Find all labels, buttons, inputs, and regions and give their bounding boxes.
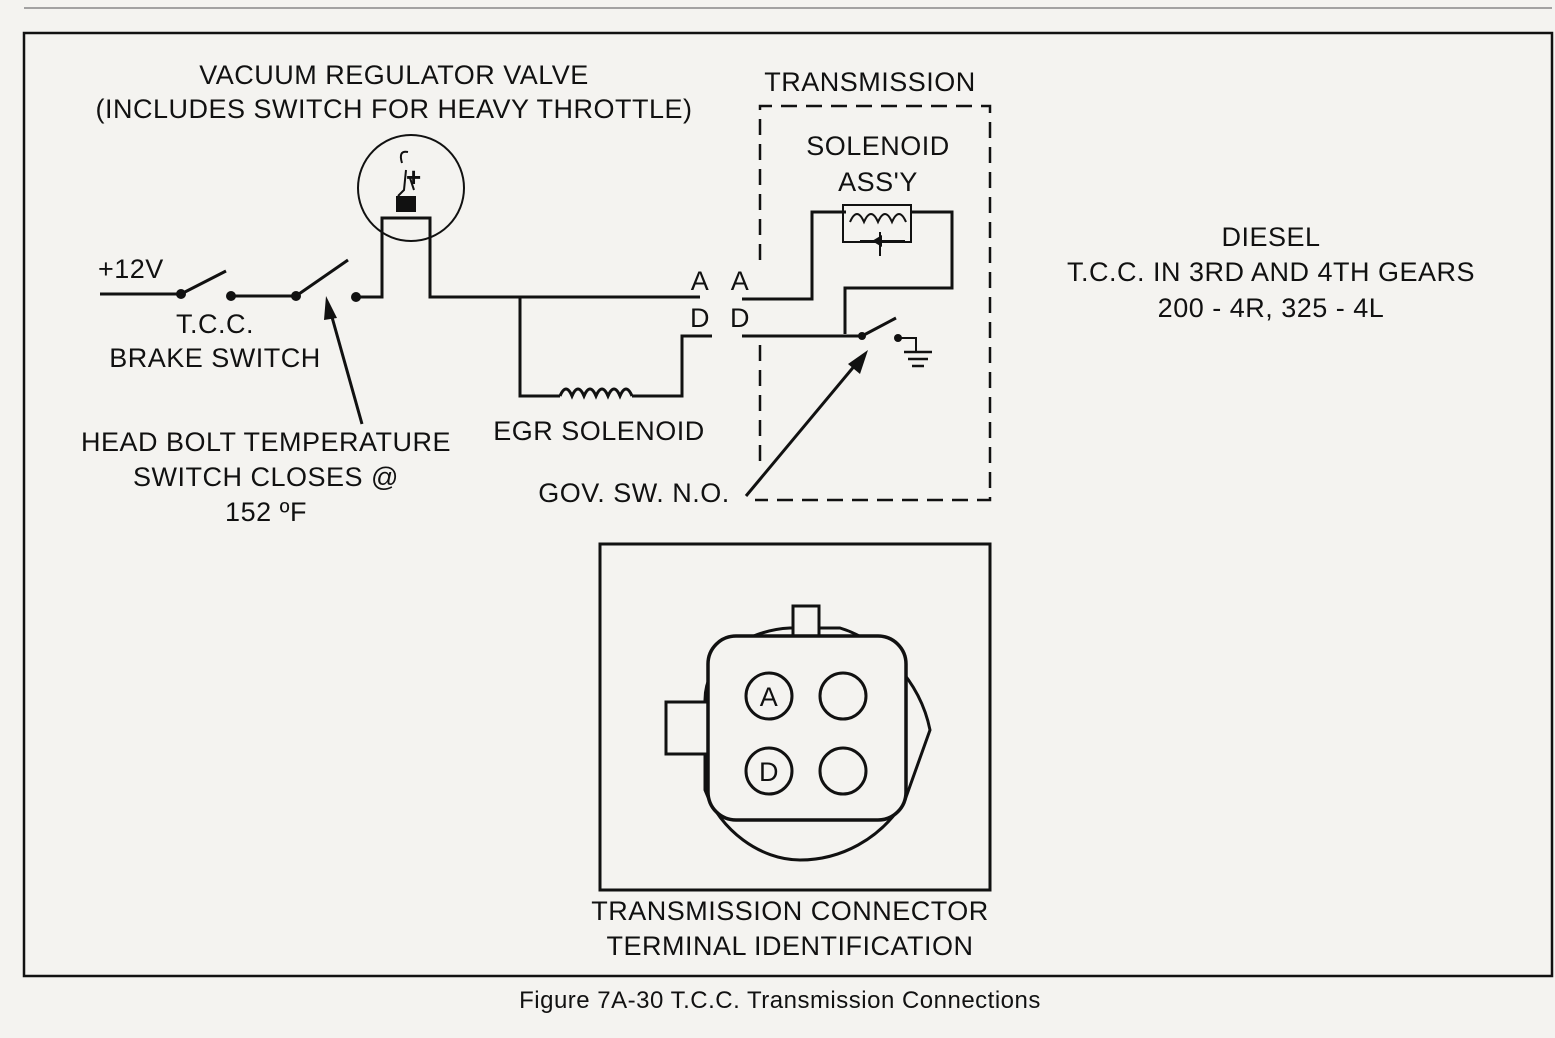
connector-frame (598, 542, 992, 892)
egr-coil (558, 387, 634, 400)
solenoid-label-line1: SOLENOID (806, 131, 950, 161)
vrv-circle (357, 134, 465, 242)
vrv-switch-contact (397, 150, 415, 197)
connector-pin-a (744, 671, 794, 721)
connector-pin-c (818, 746, 868, 796)
plus12v-label: +12V (98, 254, 164, 284)
hb-label-line1: HEAD BOLT TEMPERATURE (81, 427, 451, 457)
solenoid-box (842, 204, 912, 243)
brake-switch-label-line1: T.C.C. (176, 309, 254, 339)
vrv-label-line2: (INCLUDES SWITCH FOR HEAVY THROTTLE) (95, 94, 692, 124)
connector-key-left (664, 700, 712, 756)
wire-to-vrv-and-pin-a (356, 216, 700, 299)
vrv-plus-sign: + (406, 162, 421, 192)
gov-pointer-line (744, 363, 858, 497)
figure-border (22, 31, 1554, 978)
connector-pin-d (744, 746, 794, 796)
wire-egr-to-pin-d (632, 334, 712, 398)
solenoid-coil (849, 213, 907, 225)
hb-label-line3: 152 ºF (225, 497, 307, 527)
gov-switch-blade (861, 316, 897, 338)
vrv-contact-block (396, 196, 416, 212)
connector-pin-d-label: D (759, 757, 779, 787)
brake-switch-blade (180, 269, 227, 296)
transmission-box (755, 104, 992, 502)
temp-switch-blade (295, 258, 349, 298)
transmission-label: TRANSMISSION (764, 67, 976, 97)
diesel-label-line3: 200 - 4R, 325 - 4L (1158, 293, 1385, 323)
wire-pin-a-to-solenoid (742, 210, 846, 301)
vrv-label-line1: VACUUM REGULATOR VALVE (199, 60, 589, 90)
egr-solenoid-label: EGR SOLENOID (493, 416, 705, 446)
connector-pin-b (818, 671, 868, 721)
diesel-label-line1: DIESEL (1221, 222, 1320, 252)
gov-switch-label: GOV. SW. N.O. (538, 478, 730, 508)
connector-pin-a-label: A (760, 682, 779, 712)
wire-egr-left (518, 297, 560, 398)
brake-switch-label-line2: BRAKE SWITCH (109, 343, 321, 373)
wire-solenoid-to-governor (843, 210, 954, 334)
wire-to-ground (898, 337, 917, 352)
hb-label-line2: SWITCH CLOSES @ (133, 462, 399, 492)
solenoid-label-line2: ASS'Y (838, 167, 918, 197)
diesel-label-line2: T.C.C. IN 3RD AND 4TH GEARS (1067, 257, 1475, 287)
connector-face (706, 634, 908, 822)
figure-caption: Figure 7A-30 T.C.C. Transmission Connect… (519, 987, 1041, 1014)
connector-caption-line1: TRANSMISSION CONNECTOR (591, 896, 989, 926)
pin-d-right-label: D (730, 303, 750, 333)
connector-caption-line2: TERMINAL IDENTIFICATION (606, 931, 973, 961)
hb-pointer-line (328, 309, 364, 425)
gov-pointer-arrowhead (848, 350, 868, 374)
pin-a-right-label: A (731, 266, 750, 296)
hb-pointer-arrowhead (324, 296, 337, 320)
pin-d-left-label: D (690, 303, 710, 333)
pin-a-left-label: A (691, 266, 710, 296)
